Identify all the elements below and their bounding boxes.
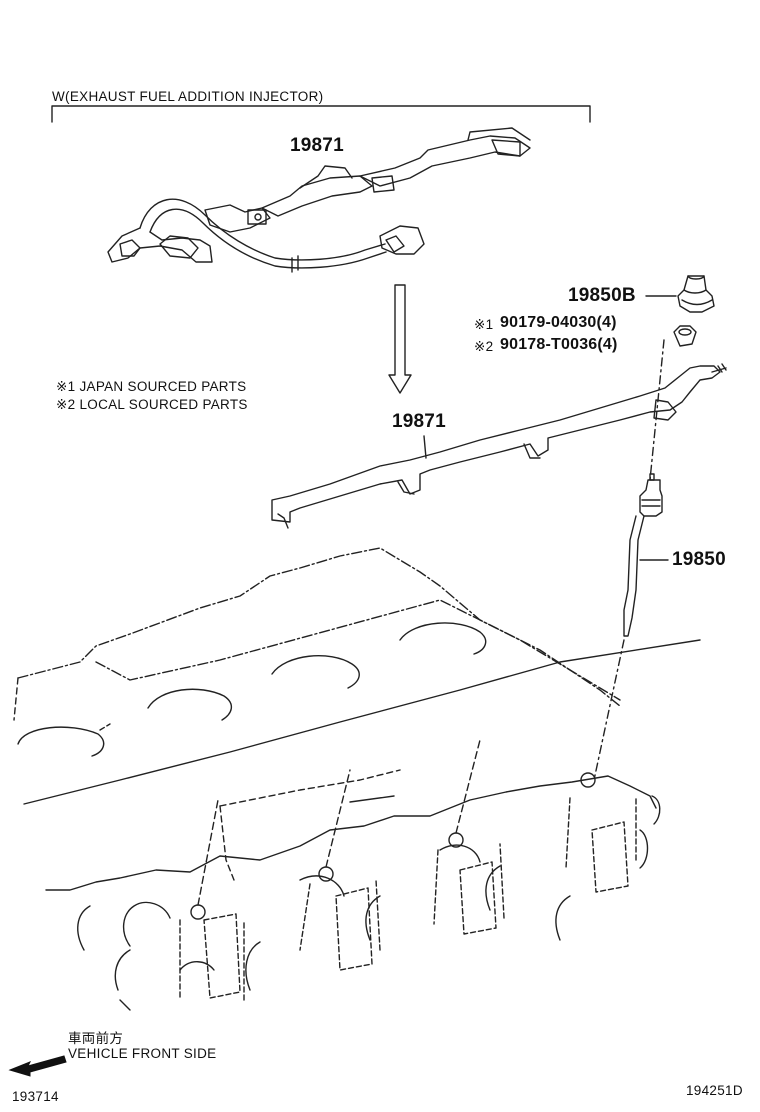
part-number-90178-t0036[interactable]: 90178-T0036(4) [500,336,618,353]
exhaust-manifold-drawing [45,769,661,1011]
wire-harness-upper-drawing [107,127,531,273]
illustration-code-right: 194251D [686,1083,743,1098]
vehicle-front-side-label: VEHICLE FRONT SIDE [68,1046,217,1061]
part-number-19871-upper[interactable]: 19871 [290,135,344,156]
header-bracket [51,105,591,123]
part-number-19850[interactable]: 19850 [672,549,726,570]
legend-japan-sourced: ※1 JAPAN SOURCED PARTS [56,379,247,394]
lower-harness-leader [423,435,427,459]
legend-local-sourced: ※2 LOCAL SOURCED PARTS [56,397,248,412]
nut-drawing [673,325,697,347]
marker-2: ※2 [474,339,494,354]
part-number-90179-04030[interactable]: 90179-04030(4) [500,314,617,331]
illustration-code-left: 193714 [12,1089,59,1104]
glow-plug-drawing [623,473,663,637]
down-arrow-icon [388,284,412,394]
vehicle-front-arrow-icon [8,1055,67,1077]
marker-1: ※1 [474,317,494,332]
glow-plug-cap-drawing [677,275,715,313]
header-label: W(EXHAUST FUEL ADDITION INJECTOR) [52,89,324,104]
cylinder-head-drawing [13,547,701,805]
vehicle-front-jp: 車両前方 [68,1031,124,1046]
part-number-19871-lower[interactable]: 19871 [392,411,446,432]
wire-harness-lower-drawing [271,363,727,529]
part-number-19850b[interactable]: 19850B [568,285,636,306]
